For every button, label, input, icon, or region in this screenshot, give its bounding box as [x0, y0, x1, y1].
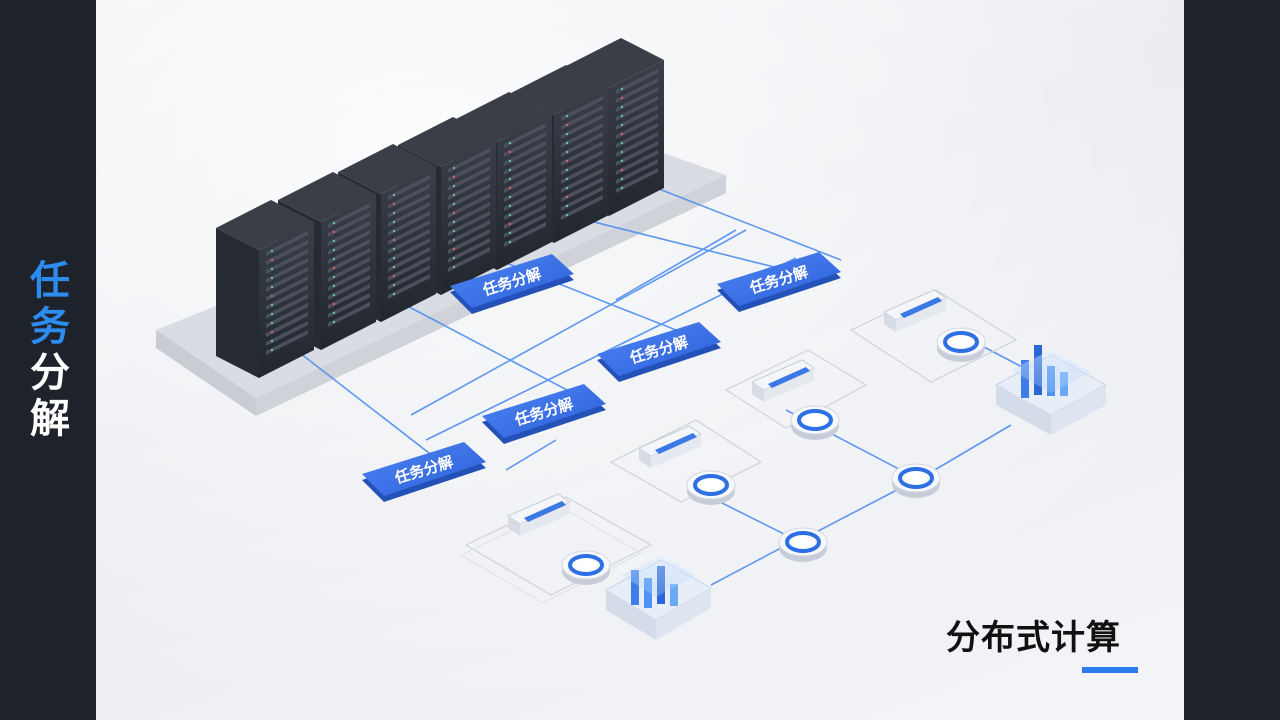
ring-node [561, 550, 611, 585]
server-rack [216, 200, 314, 378]
caption-underline [1082, 667, 1138, 673]
ring-node [790, 405, 840, 440]
ring-node [686, 470, 736, 505]
ring-node [778, 527, 828, 562]
device-box [506, 493, 572, 536]
ring-nodes [561, 327, 986, 585]
left-dark-band [0, 0, 96, 720]
side-title-char: 解 [30, 396, 70, 442]
device-box [882, 289, 948, 332]
side-title: 任 务 分 解 [22, 258, 78, 442]
task-tile: 任务分解 [362, 442, 486, 502]
device-box [637, 425, 703, 468]
caption: 分布式计算 [946, 618, 1121, 658]
side-title-char: 务 [30, 304, 70, 350]
right-dark-band [1184, 0, 1280, 720]
data-cube-front [604, 555, 713, 640]
data-cube-back [994, 345, 1108, 435]
side-title-char: 任 [30, 258, 70, 304]
ring-node [891, 463, 941, 498]
device-box [750, 359, 816, 402]
network-links [295, 179, 1067, 586]
device-boxes [506, 289, 948, 536]
side-title-char: 分 [30, 350, 70, 396]
ring-node [936, 327, 986, 362]
illustration-panel: 任务分解任务分解任务分解任务分解任务分解 [96, 0, 1184, 720]
task-tile: 任务分解 [450, 254, 574, 314]
server-racks [216, 38, 664, 378]
